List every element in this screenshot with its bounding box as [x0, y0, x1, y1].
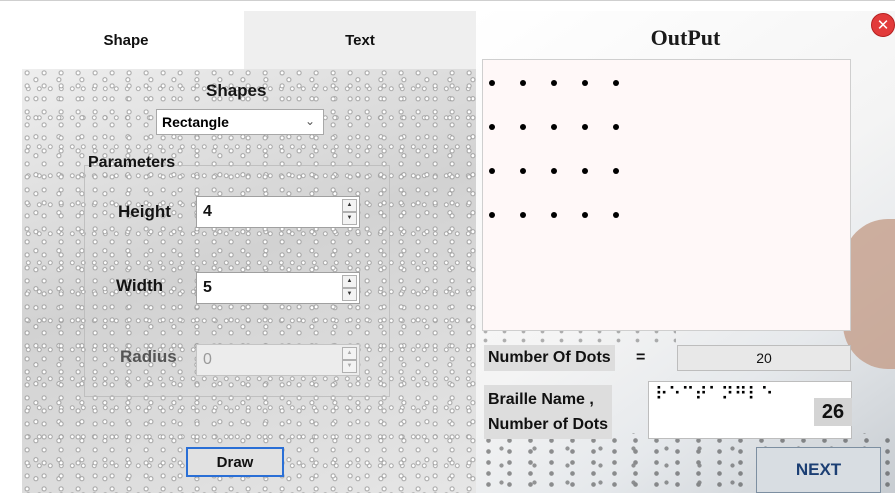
hand-background-image: [843, 219, 895, 369]
width-stepper[interactable]: 5 ▲ ▼: [196, 272, 360, 304]
parameters-group: [84, 165, 390, 397]
number-of-dots-value: 20: [677, 345, 851, 371]
tab-text[interactable]: Text: [244, 11, 476, 69]
output-title: OutPut: [650, 25, 721, 50]
braille-dot-count: 26: [814, 398, 852, 426]
spin-up-icon[interactable]: ▲: [342, 275, 357, 288]
chevron-down-icon: ⌄: [304, 114, 315, 128]
output-dot: [551, 168, 557, 174]
output-dot: [520, 168, 526, 174]
width-value[interactable]: 5: [203, 279, 212, 296]
tab-bar: Shape Text: [8, 11, 476, 69]
radius-stepper-disabled: 0 ▲ ▼: [196, 344, 360, 376]
output-dot: [582, 124, 588, 130]
braille-name-label: Braille Name , Number of Dots: [484, 385, 612, 439]
width-label: Width: [116, 276, 164, 295]
output-dot: [551, 212, 557, 218]
output-dot: [551, 124, 557, 130]
output-dot: [551, 80, 557, 86]
spin-up-icon[interactable]: ▲: [342, 199, 357, 212]
output-dot: [582, 212, 588, 218]
equals-sign: =: [636, 349, 646, 366]
output-dot: [520, 80, 526, 86]
shapes-label: Shapes: [206, 81, 267, 100]
shape-select-value: Rectangle: [162, 114, 229, 130]
spin-up-icon: ▲: [342, 347, 357, 360]
next-button[interactable]: NEXT: [756, 447, 881, 493]
braille-name-label-line1: Braille Name ,: [488, 391, 594, 408]
number-of-dots-label: Number Of Dots: [484, 345, 615, 371]
output-dot: [520, 212, 526, 218]
height-value[interactable]: 4: [203, 203, 212, 220]
output-dot: [613, 212, 619, 218]
braille-dots-background: [476, 327, 676, 343]
spin-down-icon[interactable]: ▼: [342, 288, 357, 301]
spin-down-icon[interactable]: ▼: [342, 212, 357, 225]
tab-shape[interactable]: Shape: [8, 11, 244, 69]
output-dot: [489, 212, 495, 218]
spin-down-icon: ▼: [342, 360, 357, 373]
braille-name-label-line2: Number of Dots: [488, 416, 608, 433]
output-dot: [489, 168, 495, 174]
output-dot: [582, 80, 588, 86]
shape-select[interactable]: Rectangle ⌄: [156, 109, 324, 135]
output-dot: [613, 168, 619, 174]
output-panel: OutPut ✕ Number Of Dots = 20 Braille Nam…: [476, 11, 895, 493]
output-dot: [520, 124, 526, 130]
output-dot: [489, 124, 495, 130]
output-dot: [613, 80, 619, 86]
height-stepper[interactable]: 4 ▲ ▼: [196, 196, 360, 228]
braille-name-box: ⠗⠑⠉⠞⠁⠝⠛⠇⠑ 26: [648, 381, 852, 439]
radius-label: Radius: [120, 347, 177, 366]
draw-button[interactable]: Draw: [186, 447, 284, 477]
close-icon[interactable]: ✕: [871, 13, 895, 37]
height-label: Height: [118, 202, 171, 221]
parameters-label: Parameters: [88, 154, 176, 171]
output-dot: [582, 168, 588, 174]
braille-name-text: ⠗⠑⠉⠞⠁⠝⠛⠇⠑: [655, 384, 774, 405]
radius-value: 0: [203, 351, 212, 368]
output-dot: [489, 80, 495, 86]
output-dot: [613, 124, 619, 130]
dot-output-canvas: [482, 59, 851, 331]
